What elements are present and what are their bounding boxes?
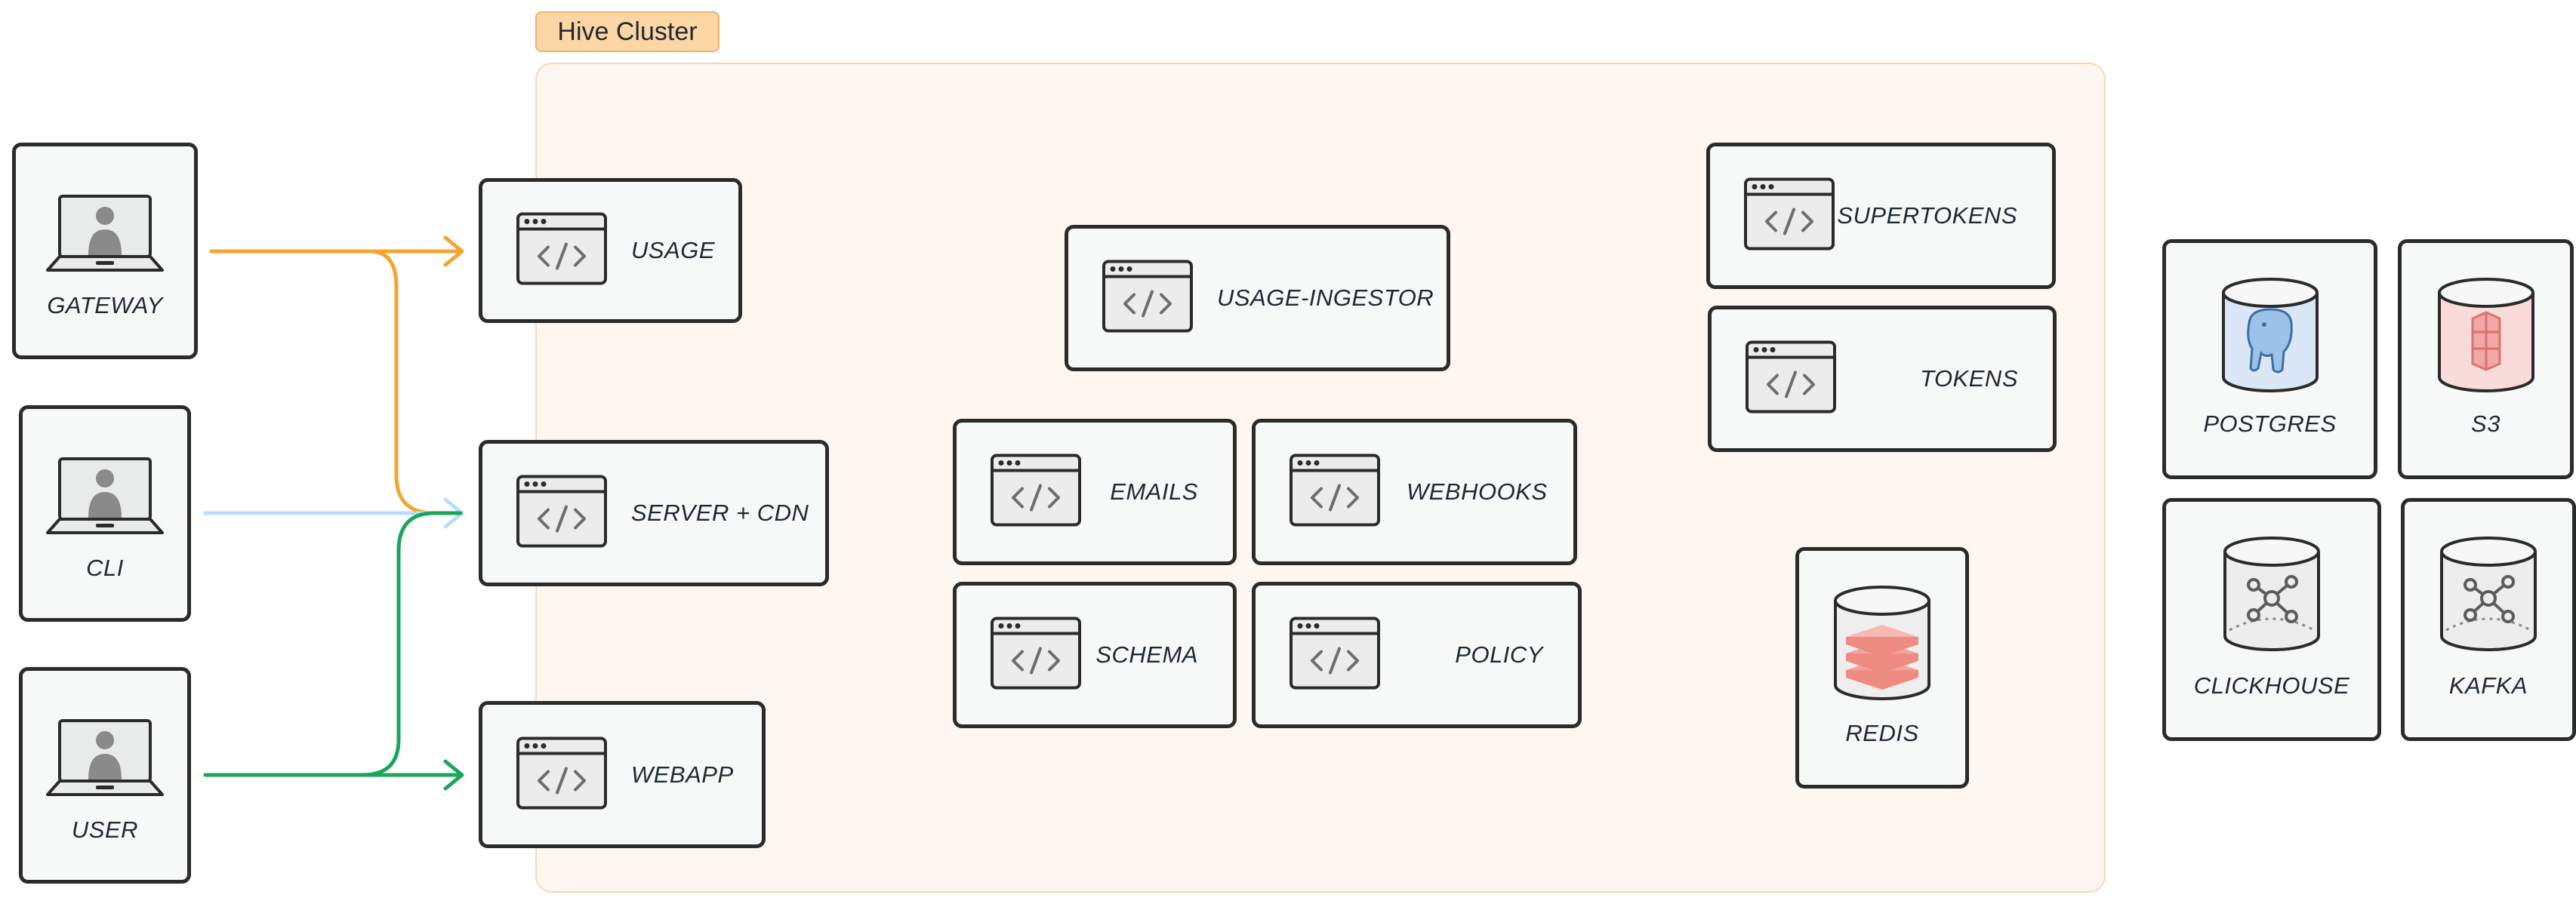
service-label: POLICY (1455, 641, 1543, 668)
cluster-title: Hive Cluster (535, 11, 719, 52)
datastore-label: POSTGRES (2203, 410, 2337, 437)
datastore-postgres: POSTGRES (2162, 239, 2377, 479)
cluster-nodes-icon (2436, 532, 2541, 664)
service-schema: SCHEMA (953, 582, 1237, 728)
datastore-redis: REDIS (1795, 547, 1969, 789)
cluster-nodes-icon (2219, 532, 2325, 664)
user-to-server-arrow (360, 511, 463, 777)
user-to-webapp-arrowhead (443, 759, 464, 791)
datastore-label: CLICKHOUSE (2193, 672, 2350, 699)
datastore-clickhouse: CLICKHOUSE (2162, 498, 2381, 741)
service-label: USAGE (631, 237, 716, 263)
service-policy: POLICY (1252, 582, 1582, 728)
service-label: SERVER + CDN (631, 500, 809, 526)
service-label: USAGE-INGESTOR (1217, 284, 1434, 311)
service-server-cdn: SERVER + CDN (479, 440, 829, 586)
service-label: SUPERTOKENS (1837, 202, 2017, 229)
code-window-icon (1290, 617, 1380, 693)
code-window-icon (1290, 454, 1380, 530)
service-label: EMAILS (1110, 478, 1198, 505)
service-supertokens: SUPERTOKENS (1706, 143, 2056, 289)
laptop-user-icon (45, 716, 165, 804)
service-tokens: TOKENS (1708, 306, 2057, 452)
datastore-label: S3 (2471, 410, 2501, 437)
datastore-kafka: KAFKA (2401, 498, 2576, 741)
code-window-icon (991, 454, 1081, 530)
client-user: USER (19, 667, 191, 884)
datastore-label: KAFKA (2448, 672, 2528, 699)
postgres-elephant-icon (2217, 273, 2323, 405)
client-gateway: GATEWAY (12, 143, 198, 359)
code-window-icon (991, 617, 1081, 693)
client-cli: CLI (19, 405, 191, 622)
laptop-user-icon (45, 192, 165, 280)
datastore-label: REDIS (1845, 720, 1919, 746)
service-emails: EMAILS (953, 419, 1237, 565)
gateway-to-server-arrow (368, 249, 463, 515)
service-usage: USAGE (479, 178, 742, 323)
code-window-icon (1744, 177, 1835, 254)
redis-stack-icon (1829, 581, 1935, 713)
service-webhooks: WEBHOOKS (1252, 419, 1577, 565)
laptop-user-icon (45, 454, 165, 543)
gateway-to-usage-arrowhead (443, 235, 464, 267)
service-usage-ingestor: USAGE-INGESTOR (1065, 225, 1450, 371)
datastore-s3: S3 (2398, 239, 2574, 479)
service-webapp: WEBAPP (479, 701, 766, 848)
cli-to-server-arrowhead (443, 497, 464, 529)
code-window-icon (516, 212, 607, 289)
client-label: GATEWAY (47, 292, 163, 318)
client-label: CLI (86, 555, 124, 581)
code-window-icon (1746, 340, 1836, 417)
code-window-icon (516, 475, 607, 552)
code-window-icon (516, 736, 607, 813)
service-label: WEBAPP (631, 761, 734, 788)
service-label: SCHEMA (1095, 641, 1198, 668)
code-window-icon (1102, 260, 1193, 337)
service-label: TOKENS (1920, 365, 2018, 392)
s3-bucket-icon (2433, 273, 2539, 405)
service-label: WEBHOOKS (1407, 478, 1548, 505)
client-label: USER (71, 816, 139, 843)
